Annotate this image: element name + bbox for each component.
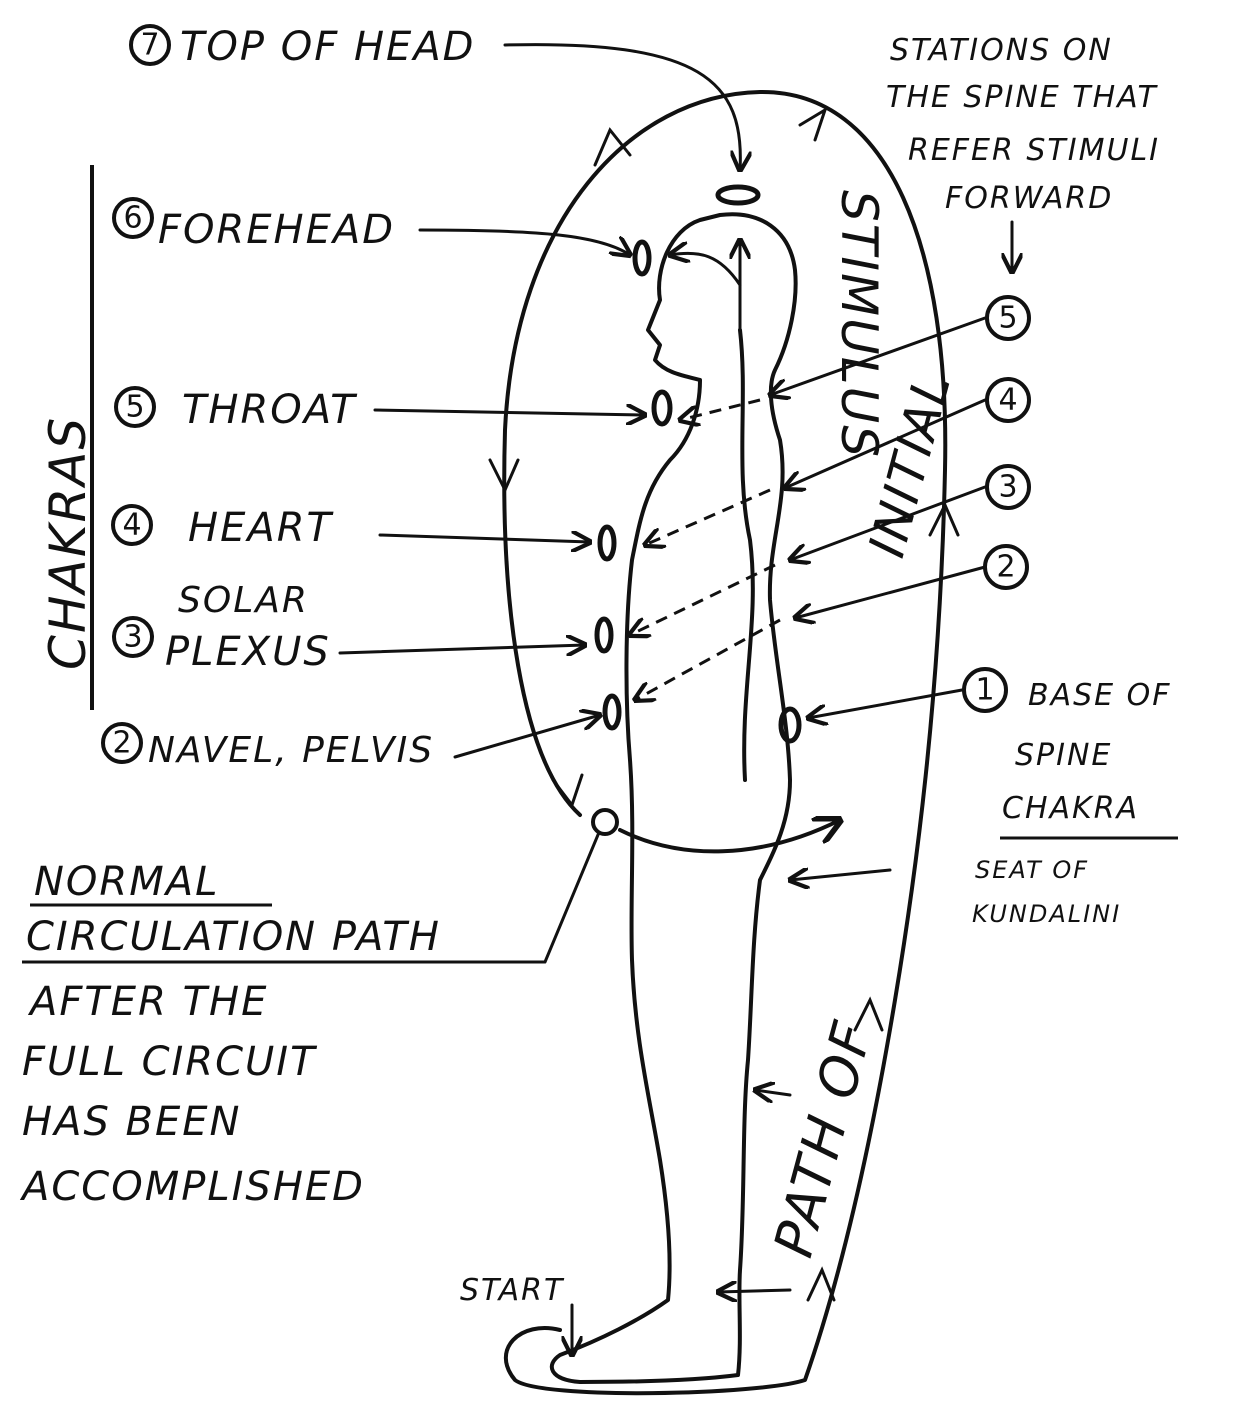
station-num-5: 5 [987,297,1029,339]
chakras-heading: CHAKRAS [39,416,97,670]
base-line-3: CHAKRA [1002,791,1139,826]
base-line-2: SPINE [1015,738,1112,773]
chakra-oval-5 [654,392,670,424]
svg-text:6: 6 [123,201,142,236]
base-num-1: 1 [964,669,1006,711]
label-plexus: PLEXUS [165,629,331,675]
leader-3 [340,645,585,653]
chakra-num-2: 2 [103,724,141,762]
chakra-num-7: 7 [131,26,169,64]
path-text-path-of: PATH OF [762,1014,885,1263]
station-num-4: 4 [987,379,1029,421]
chakra-oval-2 [605,696,619,728]
svg-text:1: 1 [975,673,994,708]
stations-line-2: THE SPINE THAT [886,80,1159,115]
stations-line-1: STATIONS ON [890,33,1113,68]
svg-text:2: 2 [112,726,131,761]
chakra-oval-3 [597,619,611,651]
label-forehead: FOREHEAD [158,207,395,253]
svg-text:3: 3 [123,620,142,655]
label-solar: SOLAR [178,580,309,621]
normal-leader [545,830,600,962]
body-arrow-ankle [718,1290,790,1292]
after-line-3: HAS BEEN [22,1099,241,1145]
normal-line-1: NORMAL [34,859,219,905]
chakra-num-4: 4 [113,506,151,544]
leader-2 [455,715,600,757]
chakra-oval-4 [600,527,614,559]
svg-text:4: 4 [998,383,1017,418]
normal-line-2: CIRCULATION PATH [26,914,441,960]
after-line-2: FULL CIRCUIT [22,1039,318,1085]
station-arrow-2 [795,567,985,618]
svg-text:4: 4 [122,508,141,543]
label-navel-pelvis: NAVEL, PELVIS [148,730,434,771]
forehead-curve-arrow [670,253,740,285]
leader-4 [380,535,590,542]
base-line-5: KUNDALINI [972,900,1121,928]
body-arrow-knee [755,1090,790,1095]
start-label: START [460,1273,565,1308]
chakra-num-6: 6 [114,199,152,237]
station-arrow-1 [808,690,962,718]
path-text-stimulus: STIMULUS [830,190,888,459]
chakra-oval-6 [635,242,649,274]
svg-text:3: 3 [998,470,1017,505]
stations-line-3: REFER STIMULI [908,133,1160,168]
after-line-4: ACCOMPLISHED [19,1164,365,1210]
body-silhouette [552,214,796,1382]
station-num-2: 2 [985,546,1027,588]
loop-arrow-1 [595,130,630,165]
label-heart: HEART [188,505,335,551]
station-num-3: 3 [987,466,1029,508]
loop-arrow-2 [800,110,825,140]
normal-path-node [593,810,617,834]
base-line-4: SEAT OF [975,856,1089,884]
normal-path-curve [620,820,840,851]
referral-2 [635,620,780,700]
body-arrow-hip [790,870,890,880]
stations-line-4: FORWARD [945,181,1113,216]
referral-5 [680,400,760,420]
leader-6 [420,230,630,255]
label-throat: THROAT [182,387,358,433]
leader-7 [505,45,740,170]
svg-text:7: 7 [140,28,159,63]
leader-5 [375,410,645,415]
chakra-num-3: 3 [114,618,152,656]
svg-text:5: 5 [125,390,144,425]
chakra-num-5: 5 [116,388,154,426]
label-top-of-head: TOP OF HEAD [180,24,475,70]
base-line-1: BASE OF [1028,678,1172,713]
chakra-oval-7 [718,187,758,203]
svg-text:5: 5 [998,301,1017,336]
after-line-1: AFTER THE [27,979,268,1025]
svg-text:2: 2 [996,550,1015,585]
